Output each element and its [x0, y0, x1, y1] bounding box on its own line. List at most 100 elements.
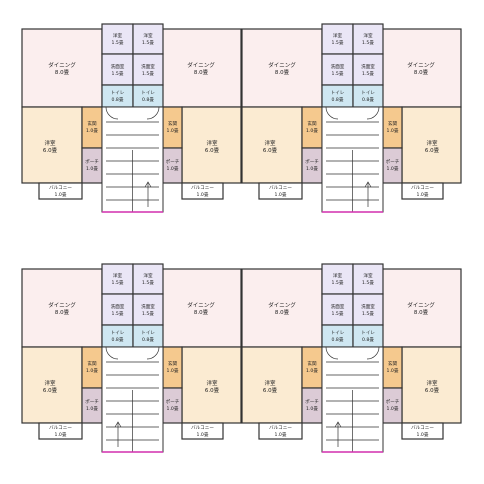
- stairwell: [321, 106, 384, 213]
- porch-right: [382, 387, 403, 424]
- closet-left-size: 1.5畳: [332, 40, 344, 46]
- entrance-right: [162, 106, 183, 149]
- toilet-left-size: 0.8畳: [332, 337, 344, 343]
- balcony-left-size: 1.0畳: [275, 432, 287, 438]
- balcony-right: [181, 182, 224, 200]
- toilet-right-label: トイレ: [361, 91, 375, 96]
- toilet-right-size: 0.8畳: [362, 337, 374, 343]
- entrance-right-size: 1.0畳: [387, 128, 399, 134]
- western-room-left-label: 洋室: [44, 379, 56, 387]
- entrance-right-size: 1.0畳: [167, 128, 179, 134]
- western-room-left-label: 洋室: [44, 139, 56, 147]
- entrance-left-size: 1.0畳: [306, 368, 318, 374]
- balcony-right-label: バルコニー: [411, 425, 434, 431]
- closet-left-label: 洋室: [113, 272, 123, 279]
- closet-right-size: 1.5畳: [142, 280, 154, 286]
- balcony-left-label: バルコニー: [49, 185, 72, 191]
- porch-left-size: 1.0畳: [86, 166, 98, 172]
- entrance-left: [81, 106, 103, 149]
- closet-right-label: 洋室: [363, 32, 373, 39]
- toilet-left: [321, 324, 354, 348]
- western-room-right: [401, 106, 462, 184]
- porch-left: [301, 147, 323, 184]
- toilet-right-label: トイレ: [141, 91, 155, 96]
- western-room-left: [21, 106, 83, 184]
- stair-arrow-icon: [144, 181, 152, 207]
- western-room-left-size: 6.0畳: [43, 387, 58, 394]
- porch-right: [162, 387, 183, 424]
- stairwell: [101, 106, 164, 213]
- balcony-right-size: 1.0畳: [417, 192, 429, 198]
- closet-right-size: 1.5畳: [362, 280, 374, 286]
- entrance-left-label: 玄関: [87, 120, 97, 127]
- porch-right-label: ポーチ: [166, 398, 180, 405]
- entrance-right: [382, 106, 403, 149]
- western-room-right-label: 洋室: [206, 139, 218, 147]
- unit-module-4: ダイニング8.0畳ダイニング8.0畳洋室6.0畳洋室6.0畳洋室1.5畳洋室1.…: [241, 263, 462, 453]
- washroom-right-label: 洗面室: [141, 63, 155, 70]
- dining-room-left-size: 8.0畳: [275, 69, 290, 76]
- dining-room-left: [21, 28, 103, 108]
- entrance-right-label: 玄関: [168, 360, 178, 367]
- toilet-right: [352, 324, 384, 348]
- western-room-left: [21, 346, 83, 424]
- balcony-right: [401, 182, 444, 200]
- western-room-right-size: 6.0畳: [425, 387, 440, 394]
- entrance-left: [81, 346, 103, 389]
- closet-right: [132, 23, 164, 55]
- porch-right-size: 1.0畳: [387, 406, 399, 412]
- western-room-right-size: 6.0畳: [205, 147, 220, 154]
- dining-room-right-label: ダイニング: [187, 61, 215, 69]
- toilet-left: [321, 84, 354, 108]
- porch-right: [162, 147, 183, 184]
- toilet-left-size: 0.8畳: [112, 337, 124, 343]
- toilet-left-size: 0.8畳: [332, 97, 344, 103]
- entrance-left-label: 玄関: [87, 360, 97, 367]
- western-room-left-label: 洋室: [264, 379, 276, 387]
- entrance-left: [301, 346, 323, 389]
- balcony-right: [401, 422, 444, 440]
- dining-room-left-label: ダイニング: [48, 301, 76, 309]
- entrance-left-size: 1.0畳: [86, 128, 98, 134]
- washroom-left: [101, 293, 134, 326]
- porch-right-size: 1.0畳: [167, 406, 179, 412]
- toilet-left-label: トイレ: [331, 91, 345, 96]
- stair-arrow-icon: [334, 421, 342, 447]
- entrance-right-size: 1.0畳: [167, 368, 179, 374]
- washroom-right-size: 1.5畳: [142, 71, 154, 77]
- porch-right-size: 1.0畳: [387, 166, 399, 172]
- porch-left-label: ポーチ: [305, 398, 319, 405]
- closet-right: [352, 23, 384, 55]
- dining-room-right-size: 8.0畳: [414, 309, 429, 316]
- dining-room-left-size: 8.0畳: [275, 309, 290, 316]
- toilet-right-size: 0.8畳: [362, 97, 374, 103]
- porch-left-label: ポーチ: [85, 398, 99, 405]
- closet-left: [321, 263, 354, 295]
- closet-left: [101, 263, 134, 295]
- western-room-right-label: 洋室: [426, 379, 438, 387]
- closet-left-size: 1.5畳: [112, 40, 124, 46]
- washroom-left-size: 1.5畳: [332, 311, 344, 317]
- western-room-left-size: 6.0畳: [263, 147, 278, 154]
- washroom-left-label: 洗面室: [111, 303, 125, 310]
- balcony-left-label: バルコニー: [269, 185, 292, 191]
- washroom-right-size: 1.5畳: [142, 311, 154, 317]
- balcony-left-size: 1.0畳: [55, 192, 67, 198]
- toilet-left-label: トイレ: [331, 331, 345, 336]
- dining-room-left-label: ダイニング: [48, 61, 76, 69]
- western-room-right: [181, 106, 242, 184]
- closet-right: [352, 263, 384, 295]
- stair-arrow-icon: [364, 181, 372, 207]
- closet-left-label: 洋室: [333, 272, 343, 279]
- porch-left: [81, 147, 103, 184]
- toilet-left: [101, 324, 134, 348]
- closet-right: [132, 263, 164, 295]
- porch-left: [301, 387, 323, 424]
- balcony-right-size: 1.0畳: [197, 192, 209, 198]
- balcony-left: [258, 422, 303, 440]
- entrance-left-size: 1.0畳: [306, 128, 318, 134]
- western-room-left-label: 洋室: [264, 139, 276, 147]
- toilet-right: [132, 84, 164, 108]
- washroom-left: [321, 293, 354, 326]
